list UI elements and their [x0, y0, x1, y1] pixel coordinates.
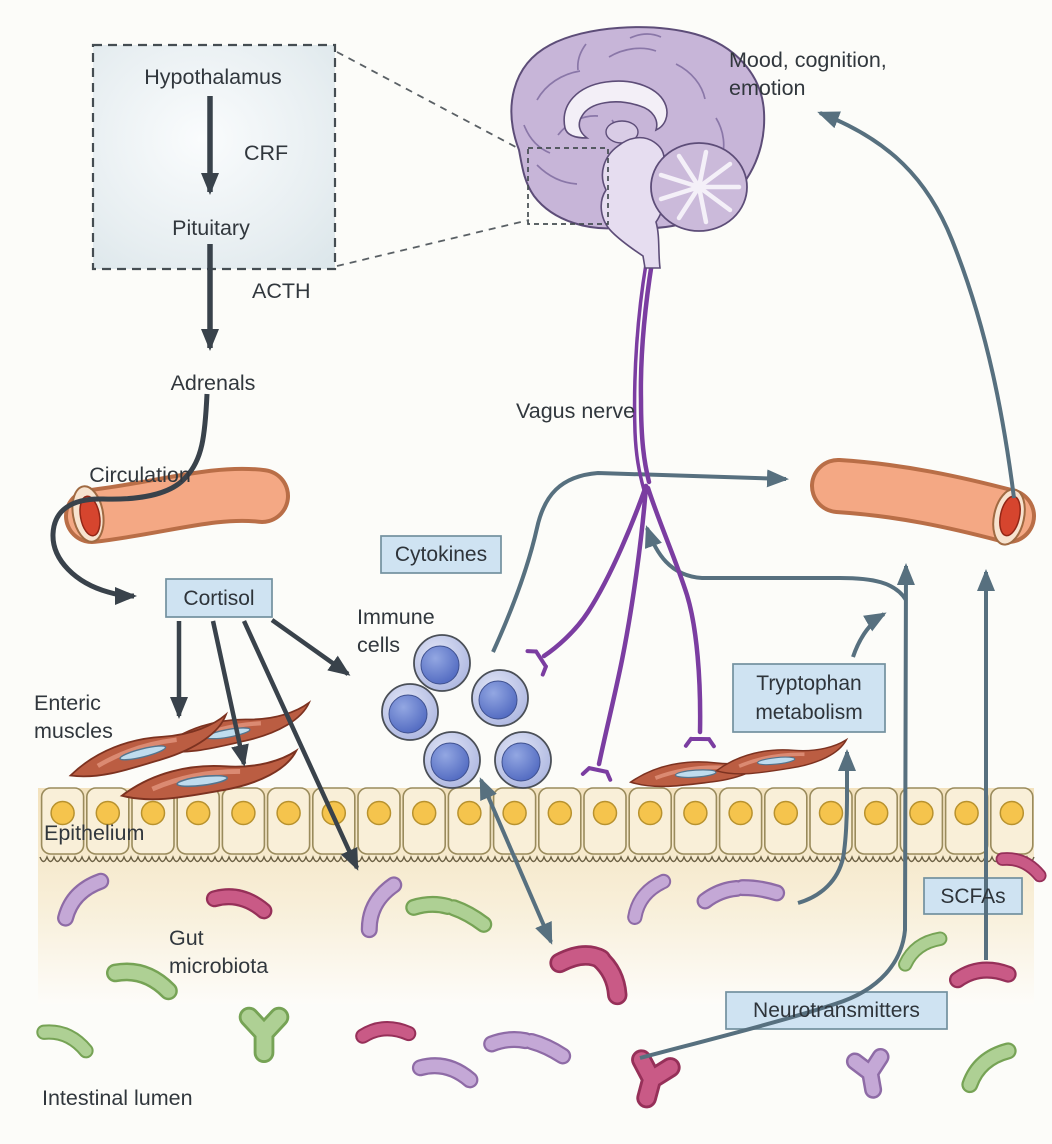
adrenals-to-cortisol-arrow — [50, 393, 210, 605]
cortisol-box — [165, 578, 273, 618]
cortisol-to-immune-arrow — [270, 618, 351, 676]
enteric-muscles-right — [627, 737, 851, 791]
label-tryptophan-metabolism: Tryptophan metabolism — [733, 664, 885, 732]
circulation-to-mood-arrow — [817, 111, 1016, 499]
cortisol-to-microbiota-arrow — [241, 620, 360, 871]
cerebellum-arbor — [658, 149, 742, 225]
hpa-inset-box — [91, 43, 337, 271]
label-enteric-line1: Enteric — [34, 691, 101, 715]
label-enteric-line2: muscles — [34, 719, 113, 743]
vagus-ending-3 — [683, 736, 716, 749]
vagus-ending-2 — [580, 765, 614, 782]
label-immune-cells: Immune cells — [357, 603, 435, 659]
label-gut-line2: microbiota — [169, 954, 269, 978]
tryptophan-to-circulation-arrow — [851, 612, 887, 658]
label-cortisol: Cortisol — [183, 586, 255, 610]
vagus-branch-1 — [541, 483, 649, 659]
label-intestinal-lumen: Intestinal lumen — [42, 1086, 193, 1110]
bacterium-green — [105, 962, 178, 1001]
gut-microbiota-bacteria — [36, 852, 1047, 1109]
vagus-nerve — [541, 259, 703, 767]
label-pituitary: Pituitary — [172, 216, 250, 240]
vagus-ending-1 — [525, 645, 551, 677]
cortisol-to-epithelium-arrow — [210, 620, 249, 767]
bacterium-lav — [845, 1047, 890, 1099]
label-mood: Mood, cognition, emotion — [729, 46, 887, 102]
label-vagus-nerve: Vagus nerve — [516, 399, 636, 423]
neurotransmitters-box — [725, 991, 948, 1030]
label-cytokines: Cytokines — [394, 543, 488, 566]
immune-microbiota-double-arrow — [479, 777, 553, 945]
brain-zoom-region-box — [527, 147, 609, 225]
label-tryptophan-line1: Tryptophan — [756, 672, 862, 695]
bacterium-pink — [355, 1021, 417, 1044]
circulation-vessel-right — [810, 458, 1036, 546]
bacterium-lav — [411, 1057, 479, 1089]
metabolite-to-vagus-arrow — [644, 525, 908, 602]
vagus-branch-2 — [596, 483, 649, 767]
bacterium-lav — [483, 1031, 572, 1065]
brain-illustration — [510, 26, 766, 269]
epithelium-cell-row — [40, 787, 1034, 855]
microbiota-to-tryptophan-arrow — [797, 749, 856, 905]
label-epithelium: Epithelium — [44, 821, 145, 845]
bacterium-pink — [995, 852, 1047, 883]
cytokines-to-circulation-arrow — [491, 469, 789, 653]
bacterium-green — [238, 1006, 290, 1064]
bacterium-green — [898, 931, 948, 972]
label-adrenals: Adrenals — [170, 371, 256, 395]
label-boxes — [165, 535, 1023, 1030]
signalling-pathways — [479, 111, 1016, 1060]
label-circulation: Circulation — [89, 463, 191, 487]
brainstem — [600, 136, 665, 269]
label-immune-line1: Immune — [357, 605, 435, 629]
vagus-branch-3 — [645, 485, 703, 735]
bacterium-green — [961, 1042, 1017, 1094]
label-enteric-muscles: Enteric muscles — [34, 689, 113, 745]
bacterium-lav — [57, 872, 110, 927]
bacterium-pink — [205, 888, 273, 920]
corpus-callosum — [563, 80, 668, 139]
cytokines-box — [380, 535, 502, 574]
label-scfas: SCFAs — [940, 884, 1006, 908]
bacterium-pink — [549, 945, 628, 1006]
bacterium-lav — [696, 879, 786, 910]
label-acth: ACTH — [252, 279, 311, 303]
bacterium-pink — [631, 1049, 681, 1109]
hpa-axis-arrows — [50, 96, 360, 871]
neurotransmitters-to-circulation-arrow — [639, 563, 915, 1060]
scfas-box — [923, 877, 1023, 915]
label-gut-line1: Gut — [169, 926, 204, 950]
label-immune-line2: cells — [357, 633, 401, 657]
label-mood-line2: emotion — [729, 76, 806, 100]
label-hypothalamus: Hypothalamus — [144, 65, 282, 89]
label-neurotransmitters: Neurotransmitters — [753, 999, 920, 1022]
label-tryptophan-line2: metabolism — [755, 701, 863, 724]
label-mood-line1: Mood, cognition, — [729, 48, 887, 72]
bacterium-pink — [948, 961, 1017, 989]
label-gut-microbiota: Gut microbiota — [169, 924, 268, 980]
tryptophan-box — [732, 663, 886, 733]
bacterium-lav — [627, 873, 672, 925]
label-crf: CRF — [244, 141, 289, 165]
inset-connector-lines — [336, 51, 530, 267]
bacterium-green — [36, 1024, 94, 1059]
bacterium-lav — [360, 876, 403, 939]
